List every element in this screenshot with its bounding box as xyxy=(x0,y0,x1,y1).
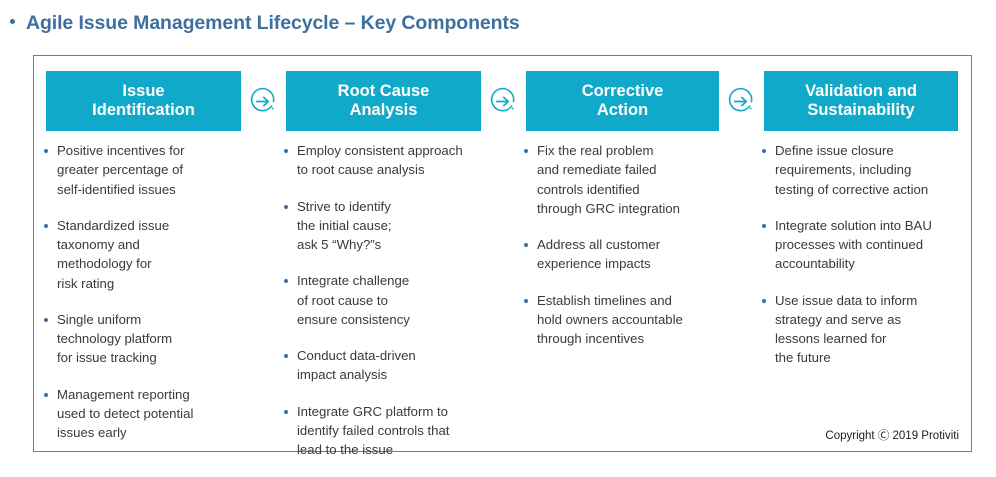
list-item-text: Management reporting used to detect pote… xyxy=(57,386,194,441)
list-item-text: Single uniform technology platform for i… xyxy=(57,311,173,366)
bullet-dot-icon xyxy=(284,354,288,359)
bullet-dot-icon xyxy=(524,298,528,303)
list-item: Employ consistent approach to root cause… xyxy=(284,141,496,180)
list-item: Use issue data to inform strategy and se… xyxy=(762,291,972,368)
bullet-dot-icon xyxy=(44,317,48,322)
phase-header-corrective-action[interactable]: Corrective Action xyxy=(526,71,719,131)
list-item: Standardized issue taxonomy and methodol… xyxy=(44,216,256,293)
phase-column-root-cause-analysis: Employ consistent approach to root cause… xyxy=(284,141,496,476)
lifecycle-panel: Issue Identification Root Cause Analysis… xyxy=(33,55,973,457)
circle-arrow-right-icon xyxy=(247,86,278,117)
phase-header-band: Issue Identification Root Cause Analysis… xyxy=(34,56,973,141)
bullet-dot-icon xyxy=(44,223,48,228)
bullet-dot-icon xyxy=(524,243,528,248)
bullet-dot-icon xyxy=(284,279,288,284)
list-item: Fix the real problem and remediate faile… xyxy=(524,141,732,218)
bullet-dot-icon xyxy=(762,223,766,228)
copyright-notice: Copyright Ⓒ 2019 Protiviti xyxy=(825,430,959,442)
bullet-dot-icon xyxy=(284,204,288,209)
phase-header-label: Root Cause Analysis xyxy=(337,81,430,119)
phase-columns: Positive incentives for greater percenta… xyxy=(34,141,973,457)
list-item-text: Integrate GRC platform to identify faile… xyxy=(297,403,450,458)
list-item: Establish timelines and hold owners acco… xyxy=(524,291,732,349)
phase-column-corrective-action: Fix the real problem and remediate faile… xyxy=(524,141,732,365)
list-item: Single uniform technology platform for i… xyxy=(44,310,256,368)
list-item-text: Define issue closure requirements, inclu… xyxy=(775,143,929,197)
list-item-text: Fix the real problem and remediate faile… xyxy=(537,143,680,216)
list-item-text: Integrate challenge of root cause to ens… xyxy=(297,273,410,327)
bullet-dot-icon xyxy=(284,409,288,414)
list-item: Address all customer experience impacts xyxy=(524,235,732,274)
list-item: Integrate challenge of root cause to ens… xyxy=(284,271,496,329)
list-item: Positive incentives for greater percenta… xyxy=(44,141,256,199)
phase-header-validation-and-sustainability[interactable]: Validation and Sustainability xyxy=(764,71,958,131)
list-item: Management reporting used to detect pote… xyxy=(44,385,256,443)
bullet-dot-icon xyxy=(284,149,288,153)
list-item: Conduct data-driven impact analysis xyxy=(284,346,496,385)
phase-column-validation-and-sustainability: Define issue closure requirements, inclu… xyxy=(762,141,972,385)
phase-header-label: Validation and Sustainability xyxy=(805,81,917,119)
list-item-text: Establish timelines and hold owners acco… xyxy=(537,292,683,347)
circle-arrow-right-icon xyxy=(487,86,518,117)
list-item: Integrate GRC platform to identify faile… xyxy=(284,402,496,460)
list-item-text: Positive incentives for greater percenta… xyxy=(57,143,185,197)
title-bullet-icon xyxy=(10,19,15,24)
page-title: Agile Issue Management Lifecycle – Key C… xyxy=(10,12,520,35)
bullet-dot-icon xyxy=(524,149,528,153)
phase-header-label: Issue Identification xyxy=(92,81,195,119)
list-item-text: Employ consistent approach to root cause… xyxy=(297,143,463,178)
bullet-dot-icon xyxy=(762,149,766,153)
list-item-text: Standardized issue taxonomy and methodol… xyxy=(57,217,170,291)
list-item-text: Integrate solution into BAU processes wi… xyxy=(775,217,932,272)
list-item-text: Use issue data to inform strategy and se… xyxy=(775,292,918,366)
bullet-dot-icon xyxy=(44,149,48,153)
phase-header-issue-identification[interactable]: Issue Identification xyxy=(46,71,241,131)
list-item: Strive to identify the initial cause; as… xyxy=(284,197,496,255)
phase-header-root-cause-analysis[interactable]: Root Cause Analysis xyxy=(286,71,481,131)
circle-arrow-right-icon xyxy=(725,86,756,117)
page-title-text: Agile Issue Management Lifecycle – Key C… xyxy=(26,12,520,34)
list-item-text: Conduct data-driven impact analysis xyxy=(297,348,416,383)
phase-column-issue-identification: Positive incentives for greater percenta… xyxy=(44,141,256,459)
bullet-dot-icon xyxy=(762,298,766,303)
phase-header-label: Corrective Action xyxy=(581,81,664,119)
list-item-text: Strive to identify the initial cause; as… xyxy=(297,198,392,253)
list-item: Define issue closure requirements, inclu… xyxy=(762,141,972,199)
list-item-text: Address all customer experience impacts xyxy=(537,237,661,272)
list-item: Integrate solution into BAU processes wi… xyxy=(762,216,972,274)
bullet-dot-icon xyxy=(44,392,48,397)
